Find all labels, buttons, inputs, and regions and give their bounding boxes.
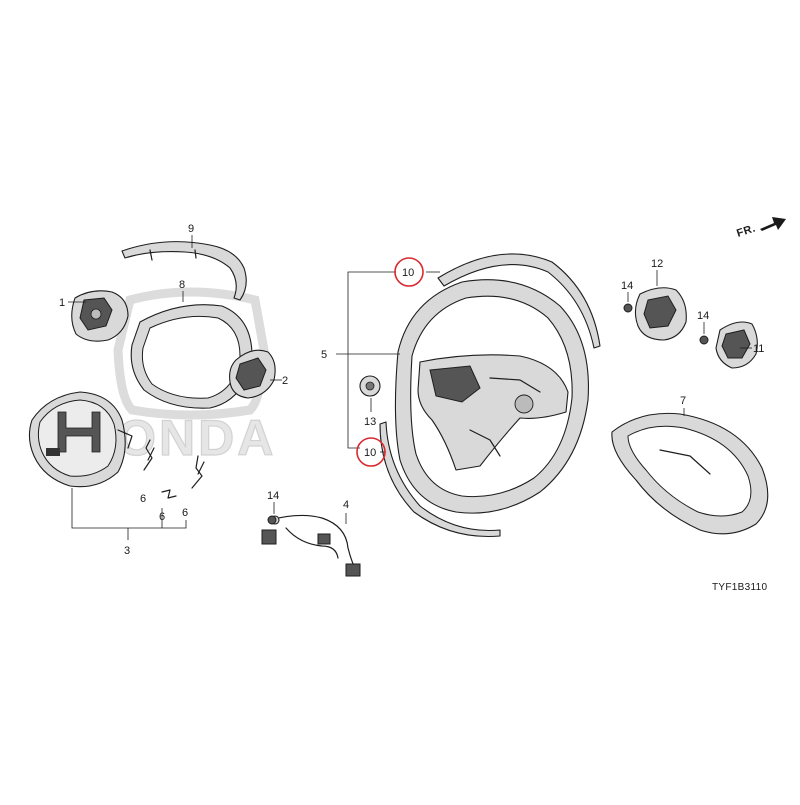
callout-labels: 1 2 3 4 5 6 6 6 7 8 9 10 10 11 12 13 14 … [59, 223, 764, 557]
callout-13: 13 [364, 416, 376, 428]
part-steering-wheel [394, 279, 589, 514]
callout-6a: 6 [140, 493, 146, 505]
callout-9: 9 [188, 223, 194, 235]
front-direction-indicator: FR. [735, 217, 786, 240]
callout-3: 3 [124, 545, 130, 557]
leader-lines [68, 235, 752, 540]
part-airbag-module [28, 391, 133, 488]
part-nut [359, 375, 381, 397]
callout-7: 7 [680, 395, 686, 407]
callout-1: 1 [59, 297, 65, 309]
highlight-circle-10-bottom [356, 437, 386, 467]
part-left-switch [71, 290, 129, 342]
highlight-circle-10-top [394, 257, 424, 287]
callout-6c: 6 [182, 507, 188, 519]
part-right-switch [229, 349, 276, 399]
callout-11: 11 [753, 343, 764, 355]
direction-arrow-icon [760, 217, 786, 231]
part-right-paddle [715, 321, 758, 369]
part-bolts [267, 303, 709, 525]
diagram-code: TYF1B3110 [712, 582, 767, 593]
callout-4: 4 [343, 499, 349, 511]
part-harness [261, 514, 361, 577]
callout-10a: 10 [402, 267, 414, 279]
part-trim-strip [121, 241, 247, 301]
part-bezel-ring [130, 304, 253, 409]
part-column-cover [611, 412, 769, 535]
callout-2: 2 [282, 375, 288, 387]
callout-8: 8 [179, 279, 185, 291]
callout-10b: 10 [364, 447, 376, 459]
part-paddle-switch [634, 287, 687, 341]
callout-6b: 6 [159, 511, 165, 523]
part-trim-strips-highlighted [379, 253, 601, 538]
direction-label: FR. [735, 222, 757, 239]
callout-14a: 14 [621, 280, 633, 292]
callout-12: 12 [651, 258, 663, 270]
part-springs [143, 439, 205, 499]
callout-5: 5 [321, 349, 327, 361]
callout-14b: 14 [697, 310, 709, 322]
callout-14c: 14 [267, 490, 279, 502]
